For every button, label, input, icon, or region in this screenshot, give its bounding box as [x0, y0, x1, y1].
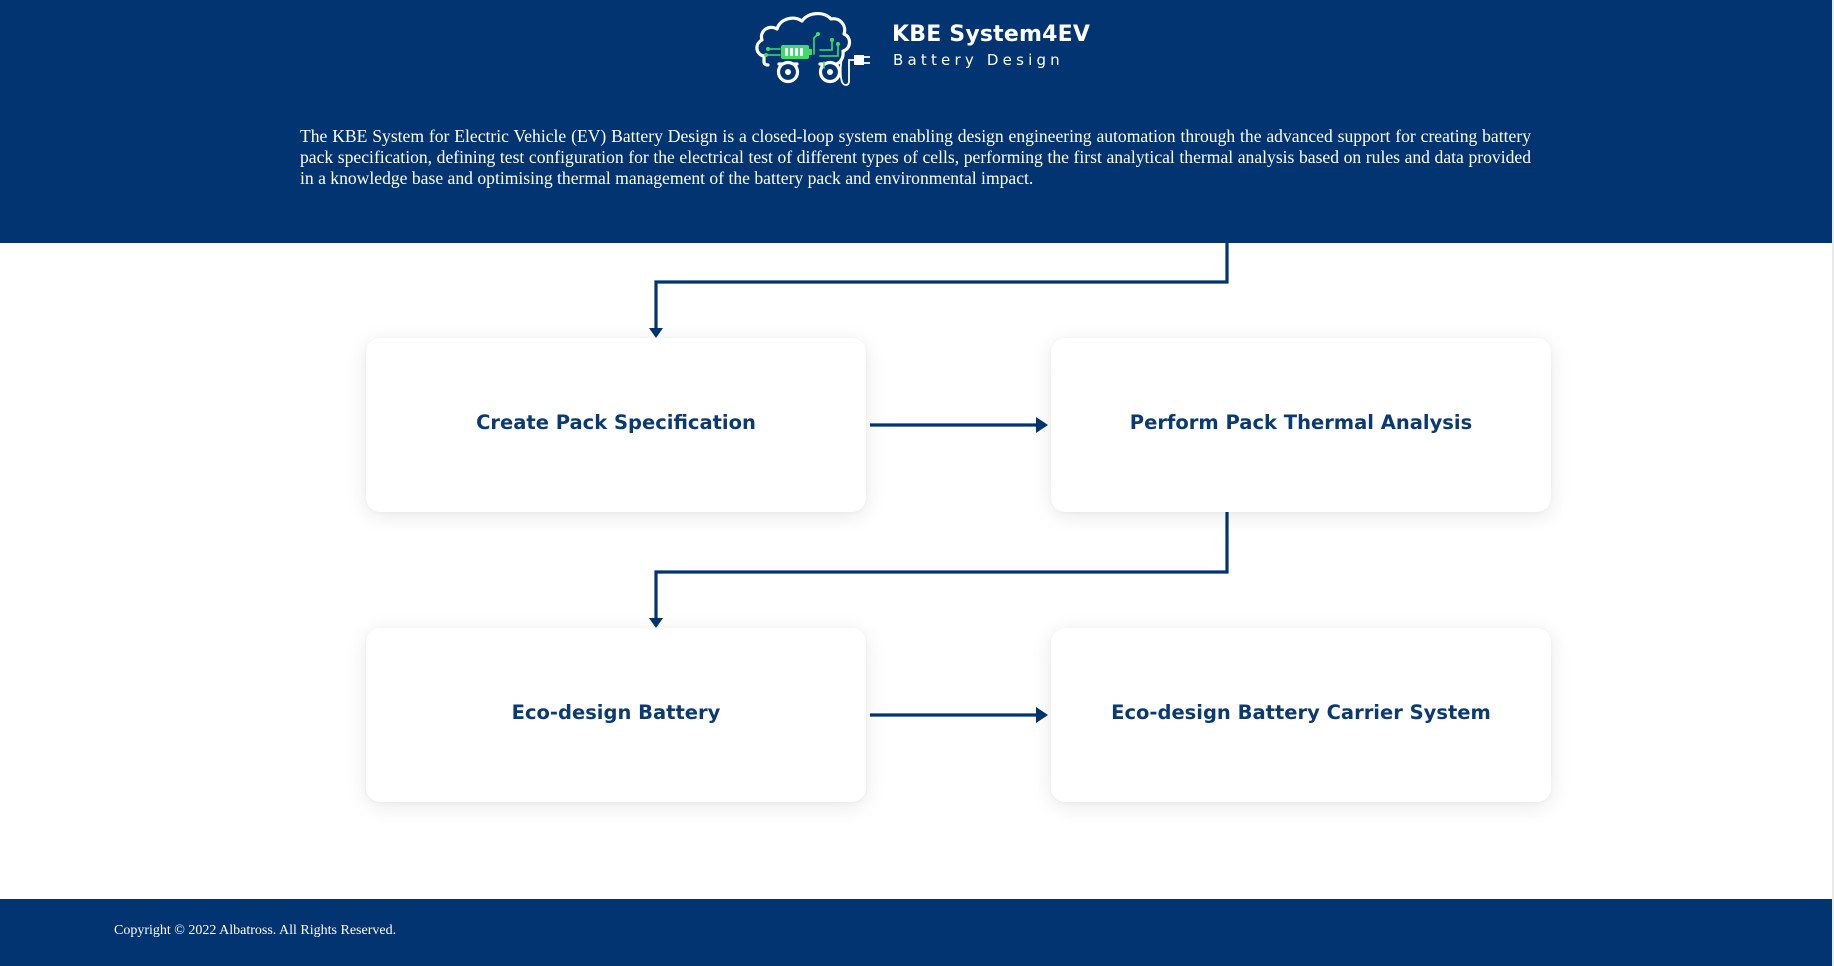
- connector-thermal-to-eco-battery: [654, 512, 1229, 620]
- connector-header-to-create-pack: [654, 243, 1229, 330]
- cloud-ev-car-battery-logo-icon[interactable]: [750, 10, 1070, 90]
- scrollbar-edge: [1832, 0, 1834, 966]
- step-label: Eco-design Battery Carrier System: [1111, 700, 1491, 724]
- footer: Copyright © 2022 Albatross. All Rights R…: [0, 899, 1832, 966]
- step-card-create-pack-specification[interactable]: Create Pack Specification: [366, 338, 866, 512]
- intro-text: The KBE System for Electric Vehicle (EV)…: [300, 126, 1531, 188]
- flow-arrow-icon: [649, 328, 663, 338]
- step-card-eco-design-battery-carrier-system[interactable]: Eco-design Battery Carrier System: [1051, 628, 1551, 802]
- flow-arrow-icon: [1036, 417, 1048, 433]
- step-label: Eco-design Battery: [511, 700, 721, 724]
- step-label: Perform Pack Thermal Analysis: [1129, 410, 1473, 434]
- step-label: Create Pack Specification: [476, 410, 756, 434]
- copyright-text: Copyright © 2022 Albatross. All Rights R…: [114, 923, 397, 938]
- flow-arrow-icon: [1036, 707, 1048, 723]
- flow-arrow-icon: [649, 618, 663, 628]
- brand-title: KBE System4EV: [892, 22, 1091, 47]
- step-card-perform-pack-thermal-analysis[interactable]: Perform Pack Thermal Analysis: [1051, 338, 1551, 512]
- brand-subtitle: Battery Design: [893, 51, 1064, 69]
- step-card-eco-design-battery[interactable]: Eco-design Battery: [366, 628, 866, 802]
- header: KBE System4EV Battery Design The KBE Sys…: [0, 0, 1832, 243]
